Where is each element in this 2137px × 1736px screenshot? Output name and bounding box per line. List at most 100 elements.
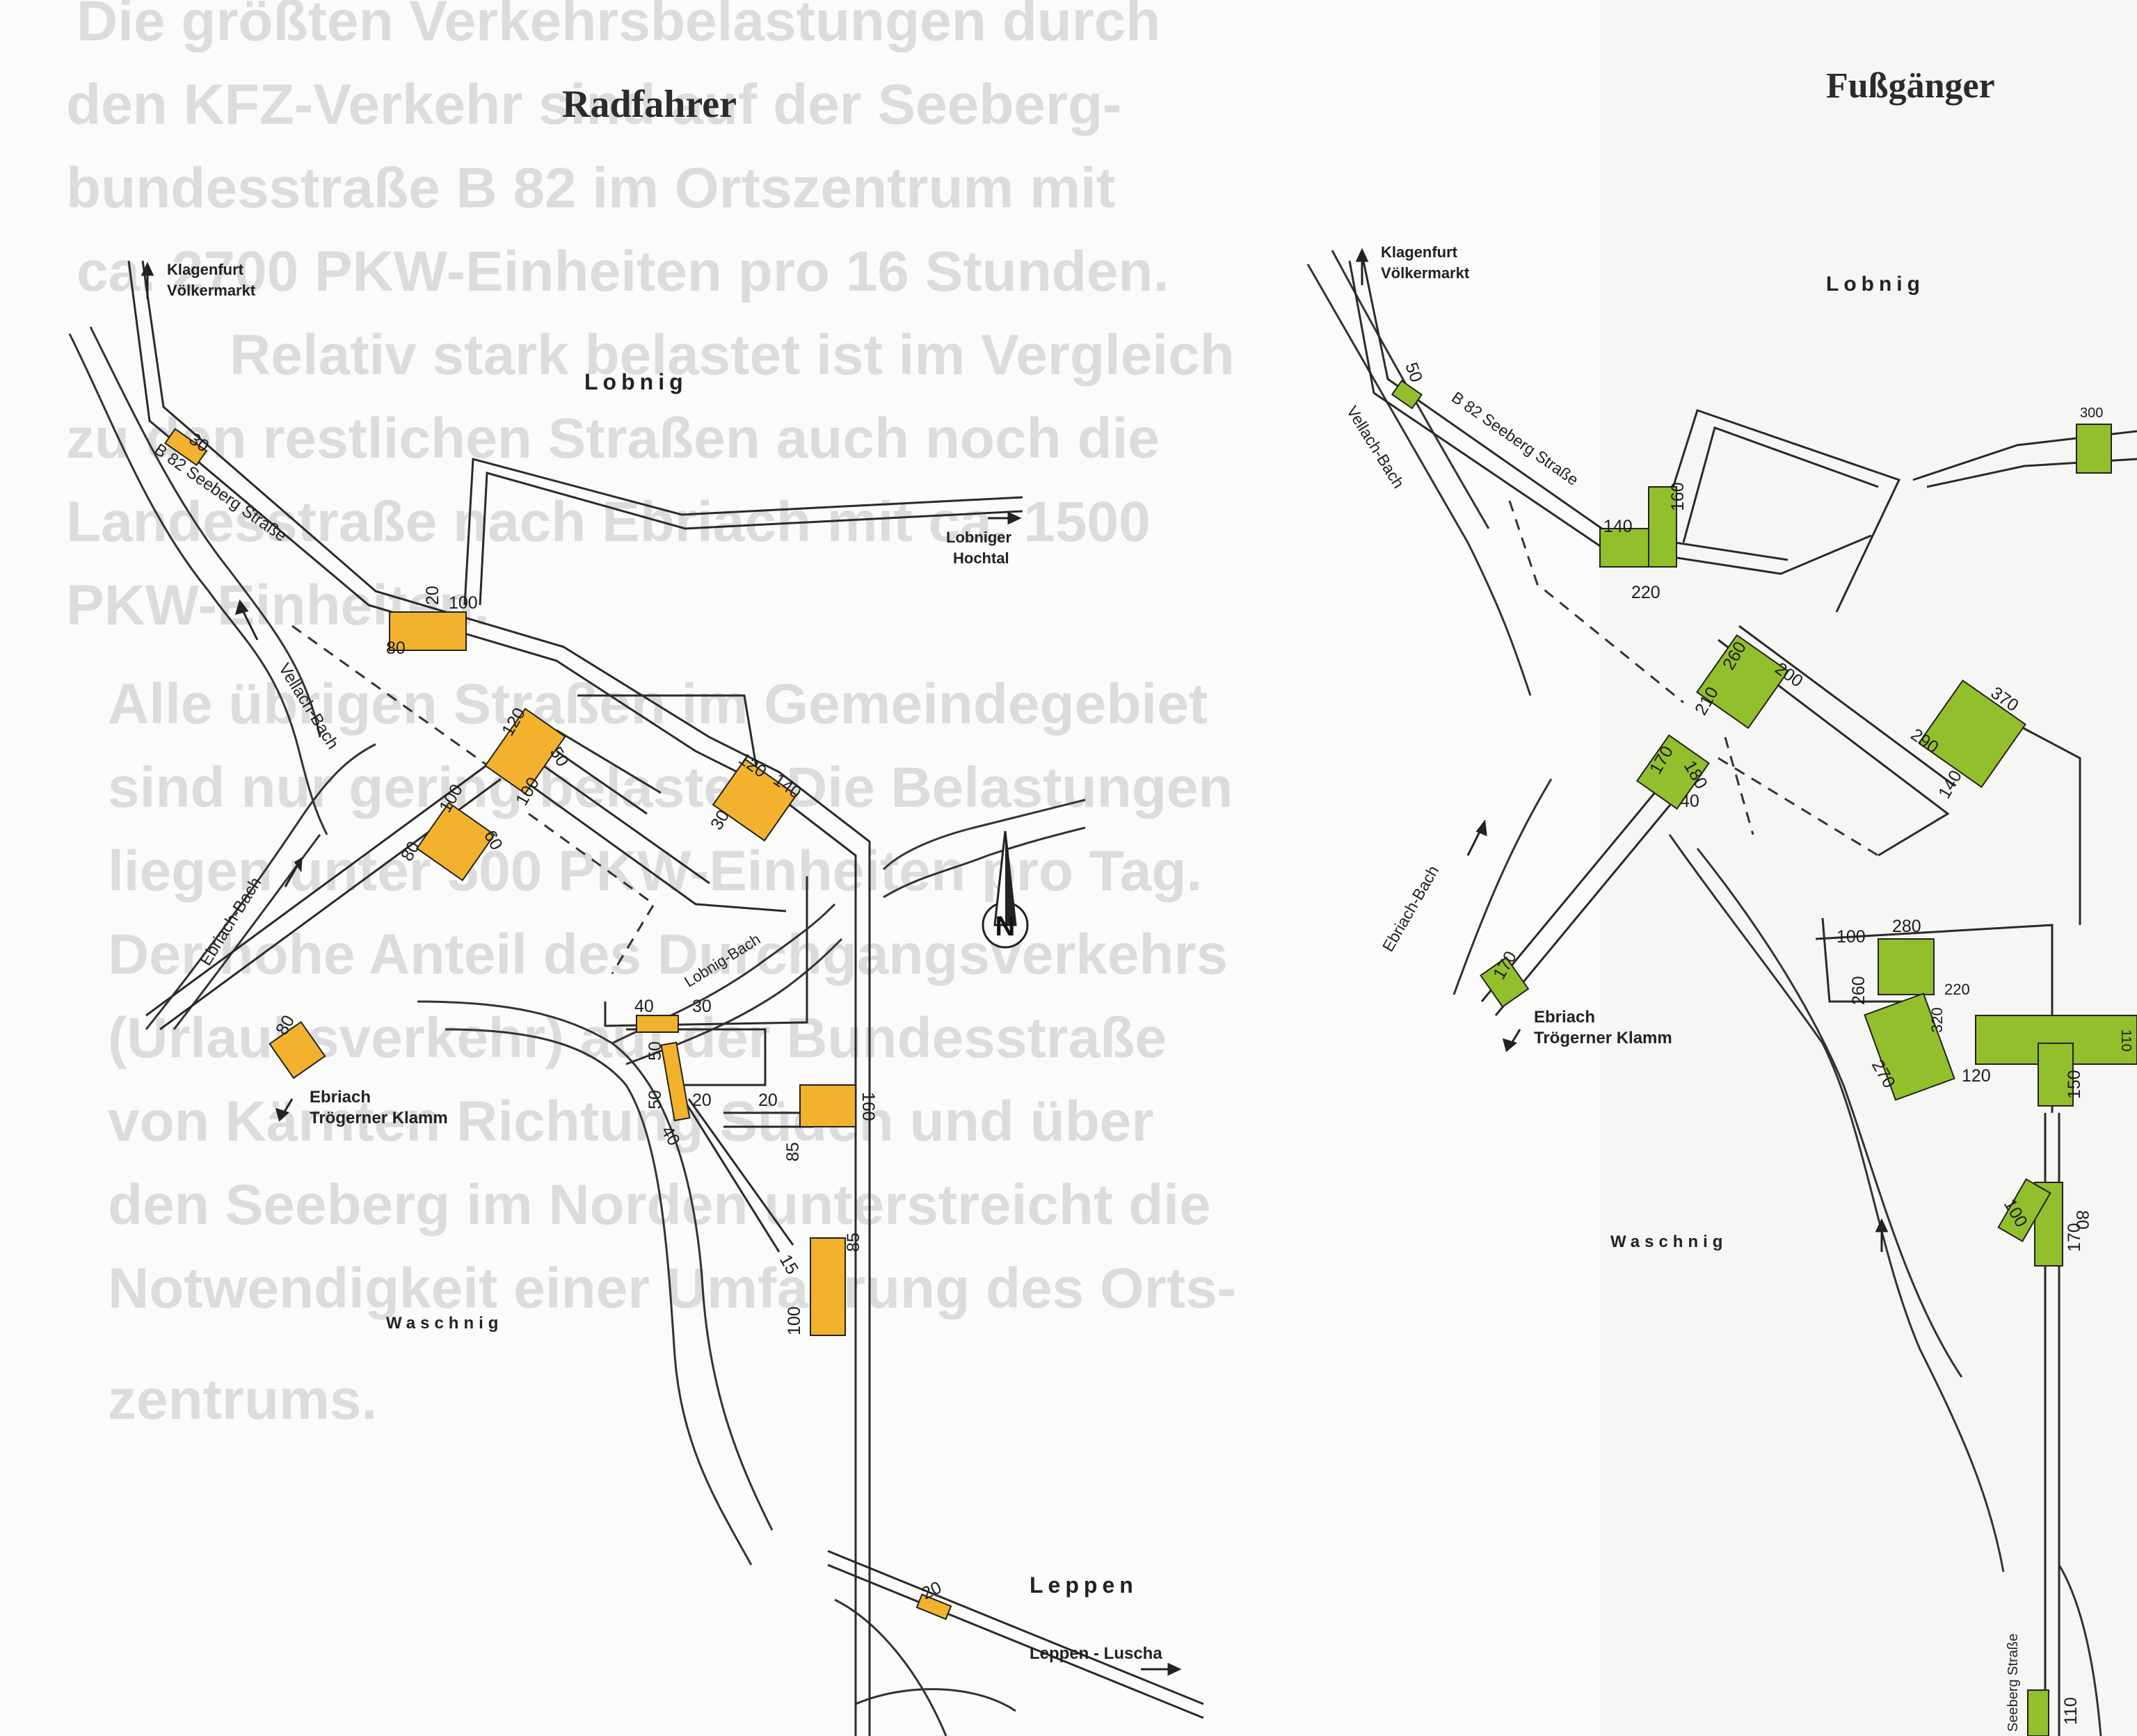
fussgaenger-map: Fußgänger [1306,66,2137,1736]
label-b82-r: B 82 Seeberg Straße [1448,388,1582,489]
bleed-line: von Kärnten Richtung Süden und über [108,1090,1153,1153]
bleed-line: ca. 2700 PKW-Einheiten pro 16 Stunden. [77,240,1169,303]
count-block [164,428,208,467]
count-block [484,707,566,795]
count-150: 150 [2065,1070,2084,1099]
ebriach-road-west [145,764,488,1017]
arrow-head-icon [1475,819,1487,837]
creek-east-north [882,798,1086,871]
inner-road-a [521,778,787,913]
ebriach-bach-bank-west [145,743,376,1030]
label-leppen-luscha: Leppen - Luscha [1030,1644,1162,1663]
count-40: 40 [634,997,654,1016]
label-klagenfurt: Klagenfurt [167,261,244,278]
dashed-r-a [1508,500,1684,704]
inner-road-f [626,1028,767,1086]
count-110: 110 [2118,1029,2134,1052]
lower-bank-r3 [2058,1564,2102,1736]
label-klagenfurt-r: Klagenfurt [1381,243,1458,261]
count-block [1696,634,1789,730]
count-block [1864,992,1955,1101]
hochtal-road-east [479,472,1023,606]
count-20: 20 [692,1091,712,1110]
bleed-line: bundesstraße B 82 im Ortszentrum mit [66,156,1115,220]
count-220: 220 [1944,981,1970,998]
label-seeberg-r: Seeberg Straße [2006,1634,2021,1732]
background-bleed-text: Die größten Verkehrsbelastungen durch de… [66,0,1236,1431]
map-title-radfahrer: Radfahrer [562,83,737,126]
b82-road-west [127,260,857,1736]
count-block [810,1237,846,1336]
count-block [389,611,467,651]
lobnig-block-a [1654,409,1901,613]
arrow-up-icon [284,862,301,887]
count-block [2076,424,2112,474]
lower-bank-r1 [1668,834,2005,1573]
label-ebriach-r: Ebriach [1534,1008,1595,1027]
label-leppen: Leppen [1030,1573,1138,1598]
count-140: 140 [1603,517,1633,536]
ebriach-bank-r [1452,778,1553,995]
label-waschnig: Waschnig [386,1314,503,1333]
arrow-head-icon [234,599,249,616]
dashed-r-c [1724,737,1754,835]
label-lobnig-r: Lobnig [1826,273,1925,296]
map-title-fussgaenger: Fußgänger [1826,66,1995,106]
count-block [2027,1689,2049,1736]
bleed-line: den KFZ-Verkehr sind auf der Seeberg- [66,73,1121,136]
b82-road-east [141,260,871,1736]
count-280: 280 [1892,917,1921,936]
ebriach-road-r-west [1480,757,1685,1002]
label-voelkermarkt: Völkermarkt [167,282,256,299]
count-40: 40 [1680,791,1699,811]
count-85: 85 [844,1232,863,1252]
count-block [1391,380,1423,410]
count-block [660,1041,691,1122]
bleed-line: sind nur gering belastet. Die Belastunge… [108,756,1233,819]
arrow-head-icon [1875,1218,1889,1232]
label-voelkermarkt-r: Völkermarkt [1381,264,1470,282]
arrow-head-icon [1502,1038,1518,1052]
count-100: 100 [449,593,478,613]
lobnig-block-b [1682,426,1879,543]
count-80: 80 [386,638,406,658]
count-block [915,1593,952,1621]
count-85: 85 [783,1142,803,1162]
count-100: 100 [785,1306,804,1335]
label-lobniger: Lobniger [946,529,1012,546]
inner-road-h [687,1098,794,1246]
label-ebriach-bach-r: Ebriach-Bach [1379,862,1443,955]
leppen-road-south [827,1564,1204,1719]
b82-right-east [1362,260,1788,561]
direction-arrows [141,262,1182,1676]
bleed-line: Relativ stark belastet ist im Vergleich [230,323,1235,387]
right-page-tint [1600,0,2137,1736]
inner-r-b [1738,625,1955,787]
inner-road-g [673,1084,781,1253]
count-block [1918,680,2026,788]
count-block [712,758,798,842]
arrow-head-icon [275,1107,289,1122]
count-block [1997,1178,2051,1243]
arrow-head-icon [1167,1662,1182,1676]
label-troegerner: Trögerner Klamm [310,1109,448,1127]
leppen-road-north [827,1550,1204,1705]
count-blocks [164,428,952,1621]
count-20: 20 [758,1091,778,1110]
arrow-head-icon [141,262,154,276]
count-80: 80 [2072,1210,2092,1230]
lower-bank-r2 [1696,848,1963,1378]
bleed-line: Die größten Verkehrsbelastungen durch [77,0,1160,53]
count-50: 50 [646,1041,665,1061]
count-20: 20 [423,586,442,605]
roads [127,260,1204,1736]
count-block [2038,1043,2074,1107]
count-300: 300 [2080,405,2103,421]
count-block [1480,956,1530,1008]
count-block [1878,938,1935,995]
inner-r-e [1821,917,1920,1003]
vellach-bank-west-r [1306,264,1532,696]
hochtal-road-west [463,458,1023,606]
